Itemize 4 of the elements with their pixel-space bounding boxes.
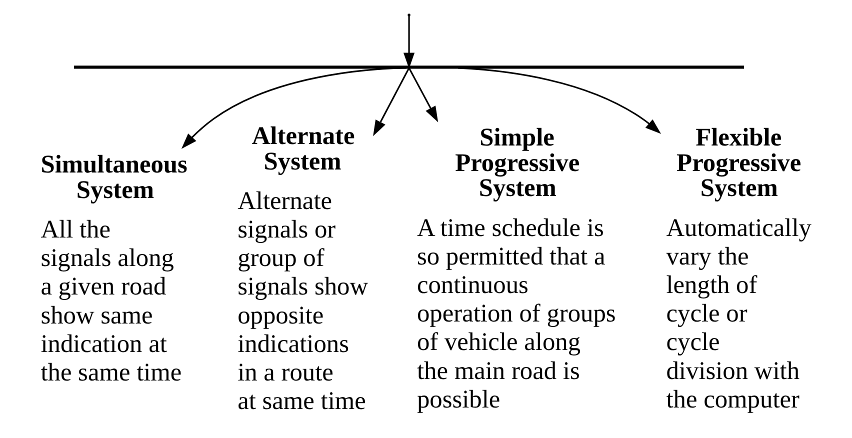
node-text: Flexible Progressive System Automatically vary the length of cycle or cycle division with the computer <box>666 123 811 414</box>
node-text: Simultaneous System All the signals along a given road show same indication at the same time <box>40 150 187 386</box>
node-text: Alternate System Alternate signals or group of signals show opposite indications in a route at same time <box>237 122 368 415</box>
node-text: Simple Progressive System A time schedule is so permitted that a continuous operation of groups of vehicle along the main road is possible <box>416 123 616 414</box>
